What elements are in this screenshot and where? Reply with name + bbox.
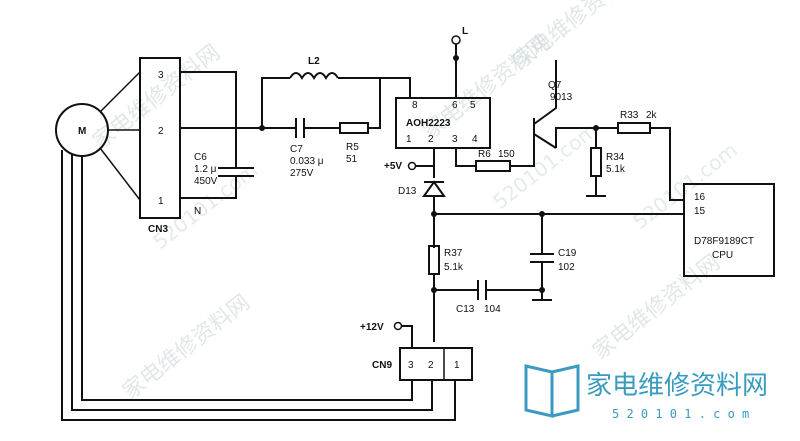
ic-pin-2: 2 [428,134,434,145]
cpu-pin-16: 16 [694,192,706,203]
l-label: L [462,26,468,37]
cpu-part: D78F9189CT [694,236,754,247]
q7-part: 9013 [550,92,573,103]
r33-label: R33 [620,110,639,121]
c7-voltage: 275V [290,168,314,179]
r6-label: R6 [478,149,491,160]
plus12v-label: +12V [360,322,384,333]
cn9-name: CN9 [372,360,392,371]
cn3-connector: 3 2 1 N CN3 [139,57,201,235]
cpu-name: CPU [712,250,733,261]
plus5v-label: +5V [384,161,402,172]
cpu-pin-15: 15 [694,206,706,217]
watermark-bg-6: 520101.com [628,138,742,234]
cn3-pin-2: 2 [158,126,164,137]
watermark-bg-7: 家电维修资料网 [118,290,255,405]
ic-pin-6: 6 [452,100,458,111]
r37-resistor: R37 5.1k [428,214,464,342]
plus5v-supply: +5V [384,161,434,172]
c7-capacitor: C7 0.033 μ 275V [262,118,340,179]
ic-pin-3: 3 [452,134,458,145]
c19-capacitor: C19 102 [530,214,577,301]
r34-label: R34 [606,152,625,163]
c6-capacitor: C6 1.2 μ 450V [180,71,254,199]
c19-value: 102 [558,262,575,273]
ic-pin-1: 1 [406,134,412,145]
c6-voltage: 450V [194,176,218,187]
c13-capacitor: C13 104 [434,280,545,315]
c13-label: C13 [456,304,475,315]
c7-value: 0.033 μ [290,156,324,167]
brand-name: 家电维修资料网 [586,371,768,401]
c13-value: 104 [484,304,501,315]
r6-value: 150 [498,149,515,160]
ic-pin-4: 4 [472,134,478,145]
l2-inductor: L2 [261,56,411,128]
r6-resistor: R6 150 [455,128,535,172]
book-logo-icon [524,364,580,418]
ic-pin-8: 8 [412,100,418,111]
r33-value: 2k [646,110,658,121]
ic-pin-5: 5 [470,100,476,111]
c7-label: C7 [290,144,303,155]
r33-resistor: R33 2k [593,110,684,201]
aoh2223-ic: 8 6 5 AOH2223 1 2 3 4 [395,97,491,149]
plus12v-supply: +12V [360,321,413,348]
r37-value: 5.1k [444,262,464,273]
q7-transistor: Q7 9013 [533,60,596,149]
watermark-bg-8: 家电维修资料网 [588,250,725,365]
c19-label: C19 [558,248,577,259]
r37-label: R37 [444,248,463,259]
brand-watermark: 家电维修资料网 5 2 0 1 0 1 . c o m [524,364,768,421]
cn9-pin-3: 3 [408,360,414,371]
q7-label: Q7 [548,80,562,91]
c6-label: C6 [194,152,207,163]
brand-url: 5 2 0 1 0 1 . c o m [612,407,749,421]
c6-value: 1.2 μ [194,164,217,175]
r34-value: 5.1k [606,164,626,175]
ic-name: AOH2223 [406,118,451,129]
d13-label: D13 [398,186,417,197]
watermark-bg-5: 家电维修资料网 [508,0,645,75]
l-testpoint: L [451,26,468,98]
cn3-pin-3: 3 [158,70,164,81]
background-watermarks: 家电维修资料网 520101.com 家电维修资料网 520101.com 家电… [88,0,742,405]
cn3-n-label: N [194,206,201,217]
watermark-bg-4: 520101.com [488,118,602,214]
cn9-pin-2: 2 [428,360,434,371]
motor-wires [61,150,456,421]
r34-resistor: R34 5.1k [586,128,626,197]
cn3-name: CN3 [148,224,168,235]
motor-label: M [78,126,86,137]
cpu-chip: 16 15 D78F9189CT CPU [683,183,775,277]
r5-label: R5 [346,142,359,153]
cn3-pin-1: 1 [158,196,164,207]
l2-label: L2 [308,56,320,67]
r5-resistor: R5 51 [339,78,381,165]
cn9-connector: 3 2 1 CN9 [372,347,473,381]
r5-value: 51 [346,154,358,165]
cn9-pin-1: 1 [454,360,460,371]
